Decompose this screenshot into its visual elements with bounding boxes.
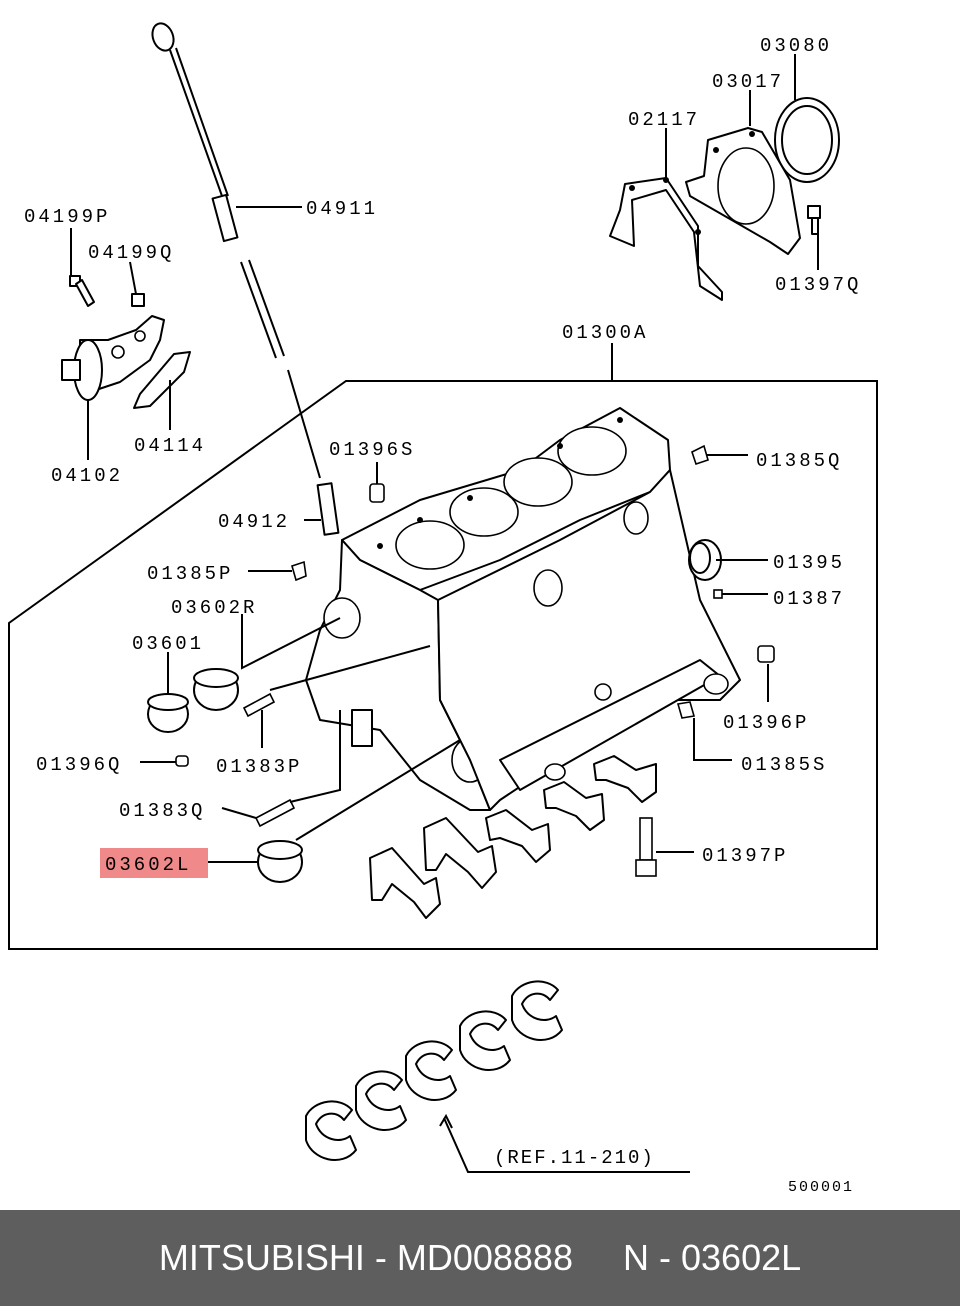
bolt-04199Q: [131, 293, 145, 307]
bushing-01395: [688, 539, 722, 581]
dowel-01396S: [369, 483, 385, 503]
dowel-01396P: [757, 645, 775, 663]
stud-01383P: [242, 692, 276, 718]
label-01300A: 01300A: [562, 322, 648, 344]
label-02117: 02117: [628, 109, 700, 131]
label-01396S: 01396S: [329, 439, 415, 461]
bearing-03602L: [257, 840, 303, 883]
label-01397Q: 01397Q: [775, 274, 861, 296]
dowel-01396Q: [175, 755, 189, 767]
label-04114: 04114: [134, 435, 206, 457]
label-04912: 04912: [218, 511, 290, 533]
label-04102: 04102: [51, 465, 123, 487]
footer-gap: [573, 1237, 623, 1279]
reference-label: (REF.11-210): [494, 1147, 655, 1169]
footer-position-prefix: N -: [623, 1237, 681, 1278]
label-01387: 01387: [773, 588, 845, 610]
cylinder-block: [305, 407, 741, 811]
stud-01383Q: [254, 798, 296, 828]
footer-position: 03602L: [681, 1237, 802, 1278]
bearing-03602R: [193, 668, 239, 711]
oil-dipstick: [151, 22, 321, 479]
main-bearing-caps: [369, 755, 657, 919]
plug-01385Q: [691, 444, 709, 466]
dipstick-guide: [316, 482, 340, 536]
label-01396P: 01396P: [723, 712, 809, 734]
gasket-04114: [133, 351, 191, 409]
seal-case-bracket: [609, 177, 723, 301]
rear-oil-seal: [774, 97, 840, 183]
label-03601: 03601: [132, 633, 204, 655]
label-01385P: 01385P: [147, 563, 233, 585]
leader-lines: [70, 54, 819, 1173]
label-01385S: 01385S: [741, 754, 827, 776]
oil-pump-unit: [61, 315, 165, 401]
footer-brand: MITSUBISHI: [158, 1237, 365, 1278]
label-01383P: 01383P: [216, 756, 302, 778]
part-footer-bar: MITSUBISHI - MD008888 N - 03602L: [0, 1210, 960, 1306]
label-01385Q: 01385Q: [756, 450, 842, 472]
label-03017: 03017: [712, 71, 784, 93]
label-01383Q: 01383Q: [119, 800, 205, 822]
bolt-04199P: [69, 275, 95, 307]
label-04199P: 04199P: [24, 206, 110, 228]
label-01395: 01395: [773, 552, 845, 574]
label-03602R: 03602R: [171, 597, 257, 619]
bearing-03601: [147, 693, 189, 733]
label-04199Q: 04199Q: [88, 242, 174, 264]
footer-part-number: MD008888: [396, 1237, 573, 1278]
label-01396Q: 01396Q: [36, 754, 122, 776]
plug-01385P: [291, 560, 307, 582]
oil-seal-case: [685, 127, 801, 255]
label-03080: 03080: [760, 35, 832, 57]
diagram-code: 500001: [788, 1179, 854, 1196]
highlight-box: [100, 848, 208, 878]
footer-separator: -: [364, 1237, 397, 1278]
label-01397P: 01397P: [702, 845, 788, 867]
label-03602L: 03602L: [105, 854, 191, 876]
parts-diagram: 03080 03017 02117 04199P 04911 04199Q 01…: [8, 22, 878, 1196]
pin-01387: [713, 589, 723, 599]
assembly-boundary: [8, 380, 878, 950]
part-labels: 03080 03017 02117 04199P 04911 04199Q 01…: [24, 35, 861, 1196]
bolt-01397Q: [807, 205, 821, 235]
label-04911: 04911: [306, 198, 378, 220]
bearing-shells-ref: [305, 980, 563, 1161]
bolt-01397P: [635, 817, 657, 877]
plug-01385S: [676, 701, 696, 719]
